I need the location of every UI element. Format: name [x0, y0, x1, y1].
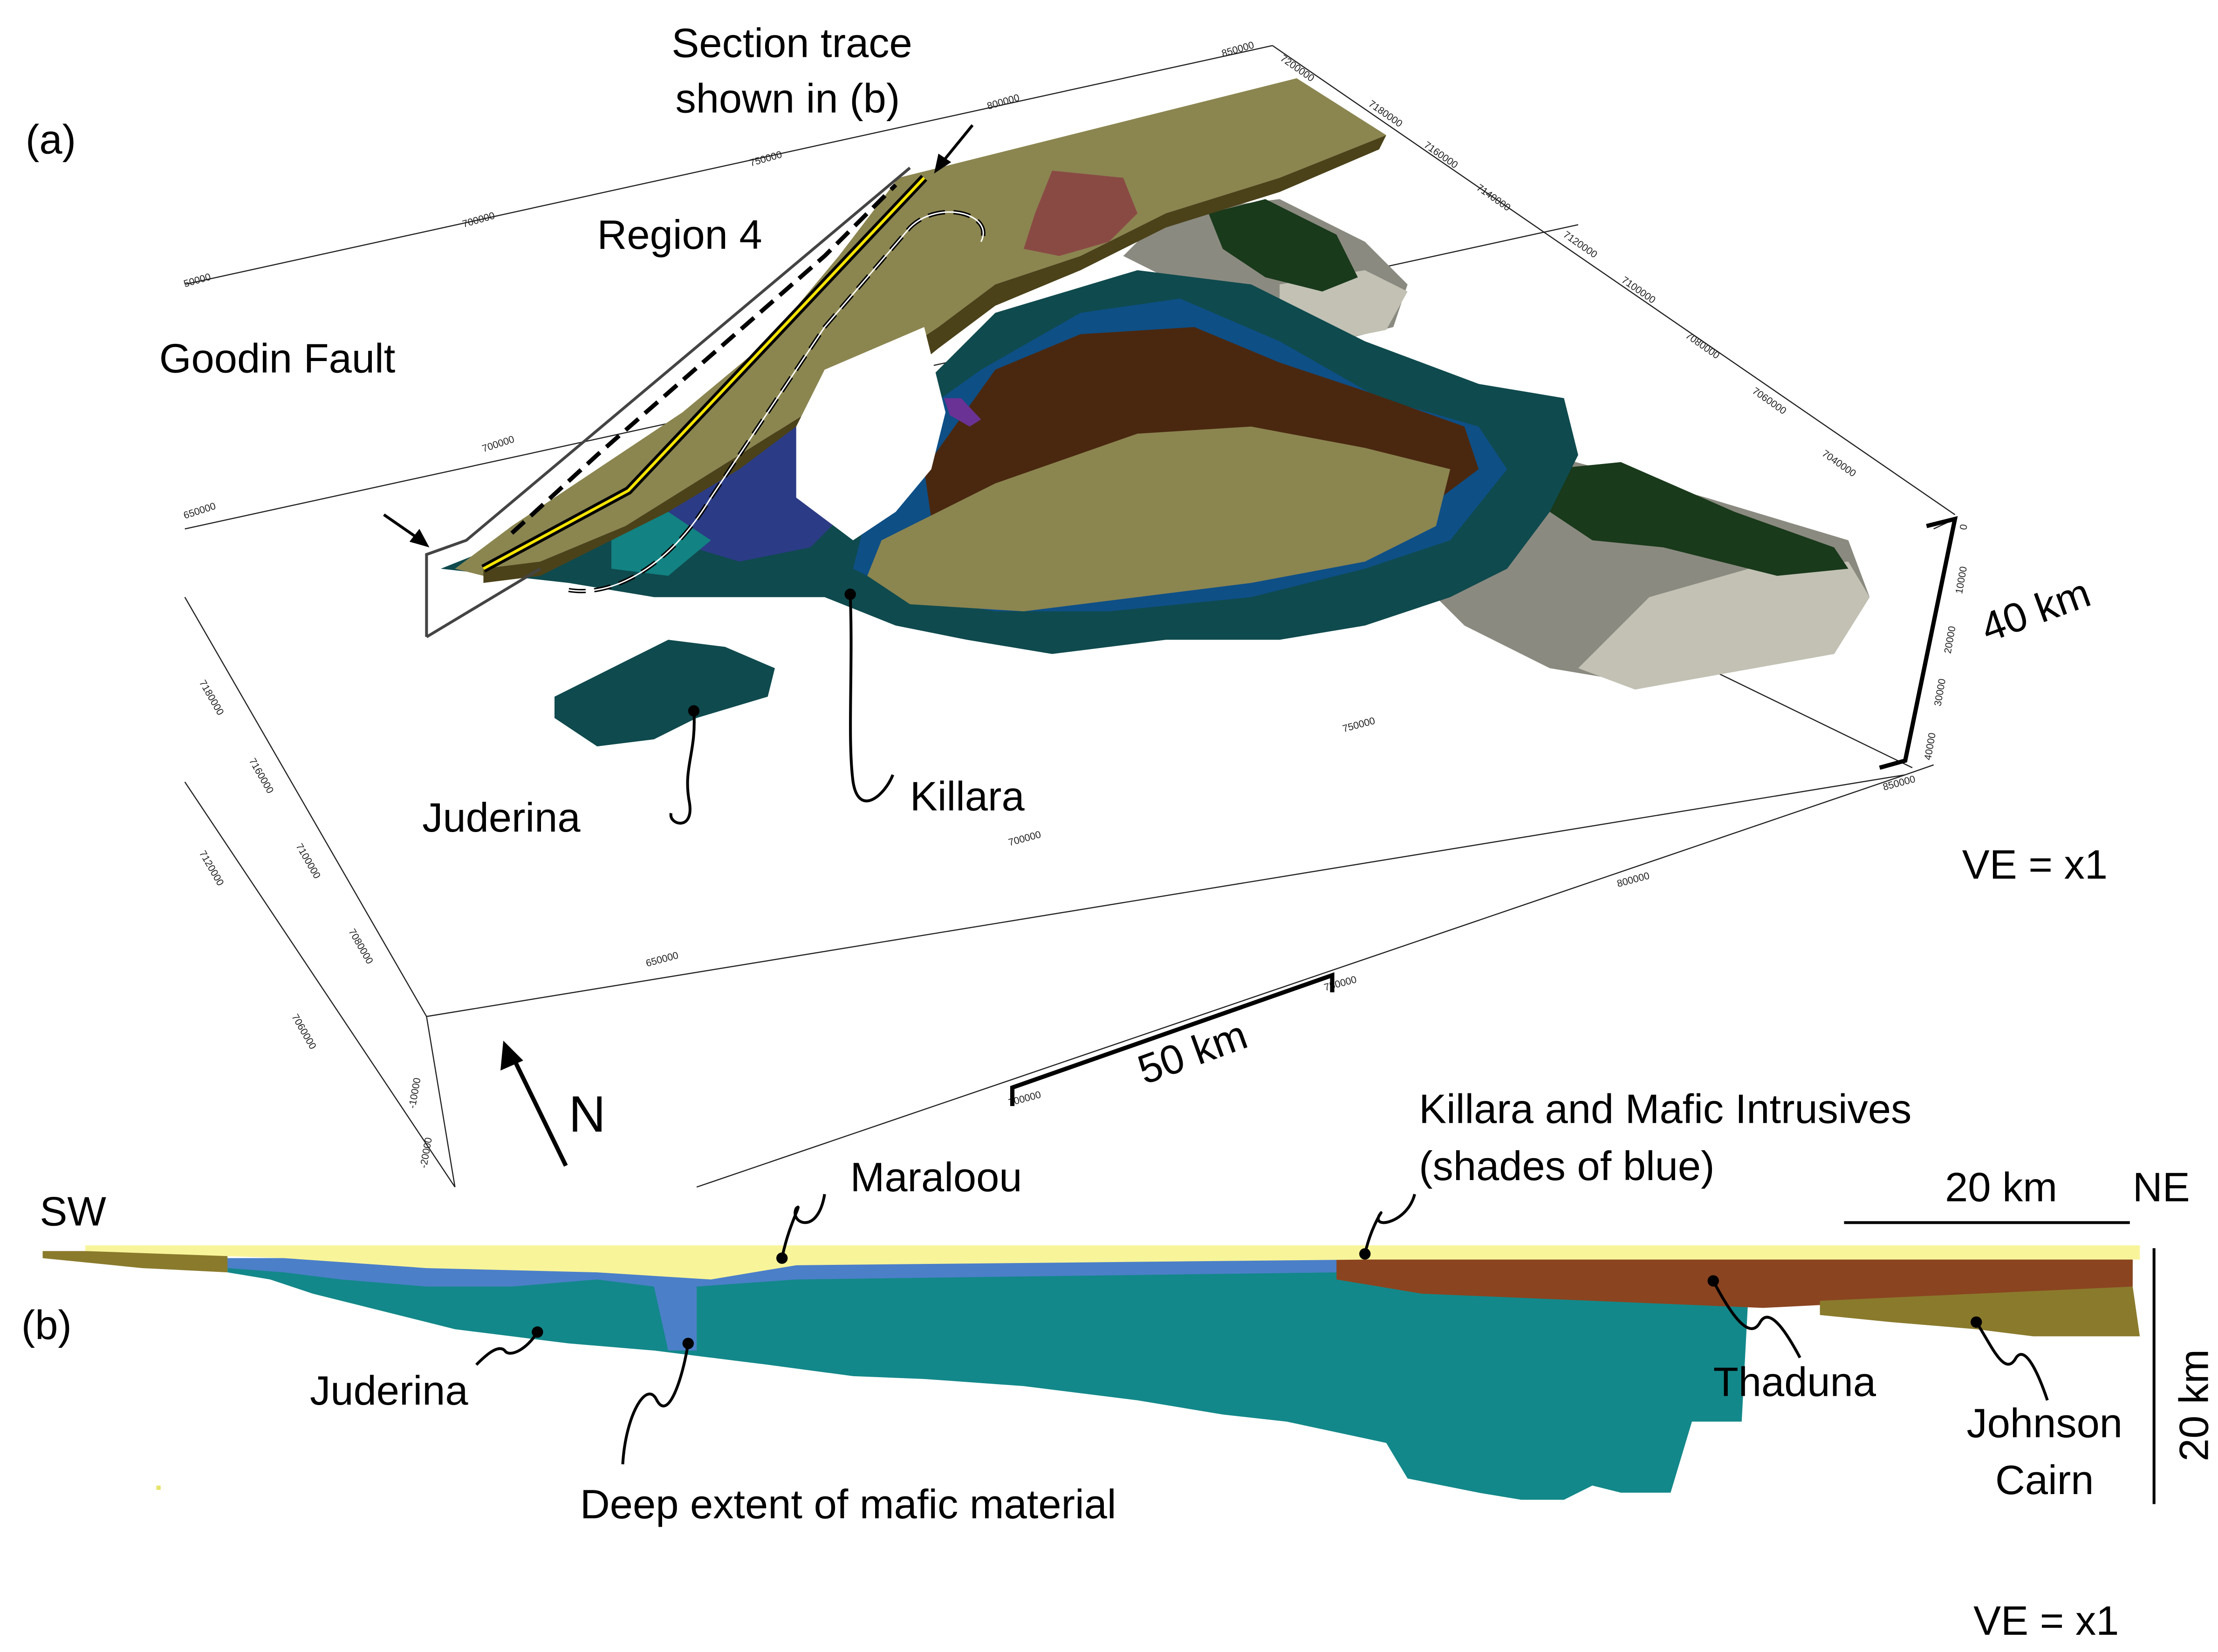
section-olive-east [1820, 1286, 2140, 1337]
juderina-section-label: Juderina [310, 1367, 468, 1413]
section-blue [213, 1258, 2104, 1351]
maraloou-label: Maraloou [850, 1154, 1022, 1200]
cross-section [42, 1245, 2140, 1500]
tick-northing-right: 7100000 [1620, 274, 1658, 306]
leader-lines [669, 588, 895, 825]
tick-northing-left: 7060000 [289, 1012, 318, 1051]
tick-depth: 20000 [1942, 625, 1958, 655]
tick-northing-right: 7040000 [1820, 448, 1858, 479]
tick-depth: 10000 [1953, 566, 1969, 595]
tick-depth-left: -10000 [406, 1077, 423, 1109]
tick-depth: 40000 [1922, 732, 1938, 761]
green-body-north [1208, 199, 1358, 292]
tick-easting-mid: 700000 [481, 433, 516, 454]
tick-easting-back: 800000 [986, 92, 1020, 112]
vertical-scale-label: 40 km [1975, 569, 2096, 651]
speck [156, 1485, 161, 1490]
tick-northing-left: 7160000 [247, 756, 276, 795]
panel-a: 50000 700000 750000 800000 850000 650000… [26, 20, 2108, 1188]
horizontal-scale-bar [1010, 972, 1335, 1106]
tick-easting-back: 50000 [182, 271, 212, 289]
section-teal [227, 1258, 2133, 1500]
arrow-icon [934, 124, 974, 174]
thaduna-label: Thaduna [1713, 1359, 1876, 1405]
section-olive-west [42, 1251, 228, 1273]
section-brown [1336, 1258, 2133, 1308]
tick-depth: 0 [1958, 523, 1970, 531]
tick-easting-back: 750000 [748, 149, 783, 169]
johnson-cairn-label: Johnson [1967, 1400, 2122, 1446]
sw-label: SW [40, 1188, 106, 1234]
arrow-icon [383, 513, 430, 547]
tick-easting-back: 850000 [1220, 39, 1255, 59]
region-4-label: Region 4 [597, 212, 762, 258]
juderina-block [554, 640, 775, 747]
tick-northing-right: 7160000 [1422, 139, 1460, 171]
tick-easting-front: 700000 [1007, 829, 1042, 848]
killara-mafic-label: Killara and Mafic Intrusives [1419, 1086, 1911, 1132]
killara-label: Killara [910, 773, 1025, 819]
section-trace-label: Section trace [671, 20, 912, 66]
green-body-east [1549, 462, 1848, 576]
dark-olive-edge [483, 135, 1386, 583]
tick-northing-left: 7120000 [197, 848, 226, 887]
red-unit [1023, 171, 1138, 256]
ve-label-a: VE = x1 [1962, 841, 2108, 887]
tick-northing-left: 7080000 [346, 927, 375, 966]
tick-northing-right: 7120000 [1561, 229, 1599, 260]
section-trace-line [481, 175, 927, 573]
section-vertical-scale-label: 20 km [2171, 1349, 2217, 1461]
region-4-outline [425, 166, 986, 638]
vertical-scale-bar [1879, 516, 1958, 770]
lightgray-body-east [1578, 561, 1870, 690]
ve-label-b: VE = x1 [1973, 1597, 2119, 1644]
johnson-cairn-label: Cairn [1995, 1457, 2094, 1503]
tick-easting-back: 700000 [461, 210, 496, 230]
tick-easting-front: 800000 [1616, 870, 1650, 889]
tick-northing-right: 7140000 [1474, 182, 1513, 213]
tick-easting-front: 650000 [644, 949, 679, 969]
section-trace-label: shown in (b) [675, 75, 900, 121]
section-horizontal-scale-label: 20 km [1945, 1164, 2057, 1210]
olive-plateau [455, 78, 1386, 576]
ne-label: NE [2133, 1164, 2190, 1210]
tick-northing-left: 7100000 [294, 841, 322, 881]
tick-northing-right: 7080000 [1684, 330, 1722, 361]
tick-depth: 30000 [1932, 678, 1948, 707]
section-leader-lines [475, 1194, 2049, 1465]
tick-easting-mid: 650000 [182, 500, 217, 521]
north-arrow-icon [500, 1040, 568, 1167]
deep-mafic-label: Deep extent of mafic material [580, 1481, 1116, 1527]
goodin-fault-label: Goodin Fault [159, 335, 396, 382]
model-gap [796, 327, 946, 540]
tick-easting-front: 750000 [1342, 715, 1376, 735]
tick-northing-right: 7060000 [1750, 385, 1788, 416]
panel-b-label: (b) [21, 1302, 72, 1348]
section-yellow [85, 1245, 2140, 1280]
panel-b: SW NE 20 km (b) Maraloou Killara and Maf… [21, 1086, 2217, 1644]
north-label: N [569, 1086, 606, 1143]
purple-unit [944, 398, 981, 427]
juderina-label: Juderina [422, 794, 581, 840]
killara-mafic-label: (shades of blue) [1419, 1143, 1714, 1189]
tick-northing-left: 7180000 [197, 678, 226, 717]
panel-a-label: (a) [26, 116, 76, 163]
geology-model [440, 78, 1870, 747]
olive-central [867, 426, 1451, 612]
